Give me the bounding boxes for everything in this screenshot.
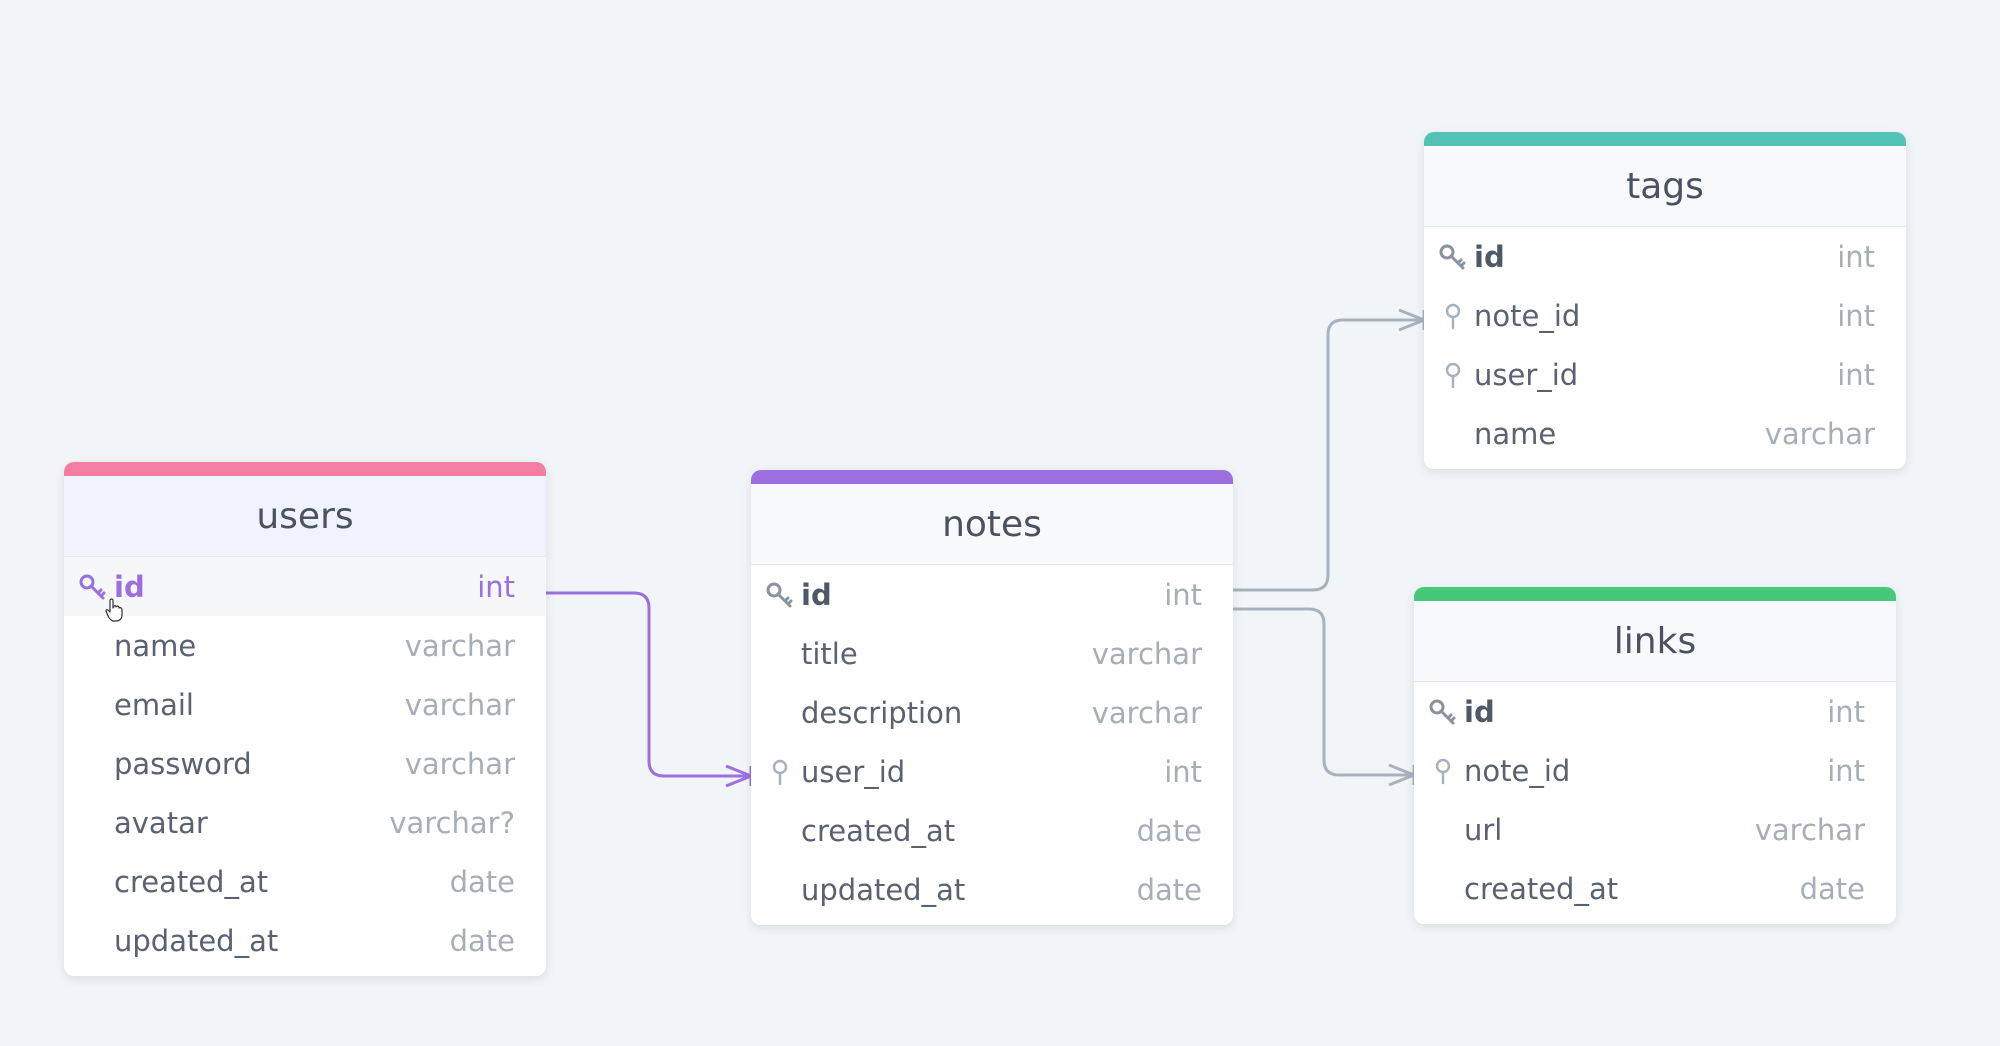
column-row-created-at[interactable]: created_at date (64, 852, 546, 911)
column-name: user_id (801, 754, 906, 789)
relation-notes-tags[interactable] (1232, 318, 1424, 592)
column-type: int (1164, 754, 1202, 789)
column-type: date (449, 923, 515, 958)
column-name: url (1464, 812, 1503, 847)
column-row-avatar[interactable]: avatar varchar? (64, 793, 546, 852)
column-type: int (1827, 694, 1865, 729)
column-row-updated-at[interactable]: updated_at date (64, 911, 546, 970)
column-type: varchar (1764, 416, 1875, 451)
column-type: varchar (1754, 812, 1865, 847)
table-color-bar (751, 470, 1233, 484)
column-row-note-id[interactable]: note_id int (1424, 286, 1906, 345)
crowfoot-links-note-id (1388, 763, 1419, 787)
column-row-user-id[interactable]: user_id int (751, 742, 1233, 801)
column-row-id[interactable]: id int (64, 557, 546, 616)
column-type: date (1136, 813, 1202, 848)
column-type: int (1827, 753, 1865, 788)
column-row-password[interactable]: password varchar (64, 734, 546, 793)
column-name: description (801, 695, 963, 730)
foreign-key-icon (1445, 303, 1461, 329)
column-type: varchar (404, 628, 515, 663)
column-type: int (1837, 298, 1875, 333)
table-title[interactable]: links (1414, 601, 1896, 682)
column-row-description[interactable]: description varchar (751, 683, 1233, 742)
column-type: varchar (404, 687, 515, 722)
crowfoot-tags-note-id (1398, 308, 1429, 332)
column-name: title (801, 636, 858, 671)
column-row-user-id[interactable]: user_id int (1424, 345, 1906, 404)
column-type: date (1799, 871, 1865, 906)
column-name: id (114, 569, 145, 604)
column-type: varchar (404, 746, 515, 781)
column-name: user_id (1474, 357, 1579, 392)
foreign-key-icon (1435, 758, 1451, 784)
table-tags[interactable]: tags id int note_id int user_id int name… (1424, 132, 1906, 469)
foreign-key-icon (772, 759, 788, 785)
column-name: note_id (1464, 753, 1571, 788)
table-title[interactable]: tags (1424, 146, 1906, 227)
column-row-email[interactable]: email varchar (64, 675, 546, 734)
column-row-id[interactable]: id int (751, 565, 1233, 624)
primary-key-icon (1439, 244, 1466, 269)
column-name: email (114, 687, 194, 722)
column-name: updated_at (801, 872, 966, 907)
column-name: avatar (114, 805, 208, 840)
relation-users-notes[interactable] (546, 591, 751, 778)
primary-key-icon (79, 574, 106, 599)
relation-notes-links[interactable] (1232, 607, 1414, 777)
primary-key-icon (1429, 699, 1456, 724)
column-type: int (1837, 239, 1875, 274)
column-name: note_id (1474, 298, 1581, 333)
column-type: int (1164, 577, 1202, 612)
column-row-name[interactable]: name varchar (64, 616, 546, 675)
column-type: varchar (1091, 695, 1202, 730)
table-title[interactable]: users (64, 476, 546, 557)
column-type: varchar (1091, 636, 1202, 671)
column-row-id[interactable]: id int (1414, 682, 1896, 741)
column-row-title[interactable]: title varchar (751, 624, 1233, 683)
column-name: name (1474, 416, 1557, 451)
primary-key-icon (766, 582, 793, 607)
table-users[interactable]: users id int name varchar email varchar … (64, 462, 546, 976)
column-row-updated-at[interactable]: updated_at date (751, 860, 1233, 919)
table-color-bar (64, 462, 546, 476)
column-row-name[interactable]: name varchar (1424, 404, 1906, 463)
column-name: updated_at (114, 923, 279, 958)
table-color-bar (1414, 587, 1896, 601)
foreign-key-icon (1445, 362, 1461, 388)
table-links[interactable]: links id int note_id int url varchar cre… (1414, 587, 1896, 924)
column-name: name (114, 628, 197, 663)
column-list: id int title varchar description varchar… (751, 565, 1233, 925)
column-name: id (1474, 239, 1505, 274)
column-list: id int note_id int url varchar created_a… (1414, 682, 1896, 924)
column-row-url[interactable]: url varchar (1414, 800, 1896, 859)
column-type: varchar? (389, 805, 515, 840)
column-row-id[interactable]: id int (1424, 227, 1906, 286)
column-name: created_at (801, 813, 956, 848)
column-type: date (1136, 872, 1202, 907)
column-type: int (477, 569, 515, 604)
column-row-note-id[interactable]: note_id int (1414, 741, 1896, 800)
column-name: id (801, 577, 832, 612)
crowfoot-notes-user-id (725, 764, 756, 788)
column-list: id int name varchar email varchar passwo… (64, 557, 546, 976)
column-name: created_at (1464, 871, 1619, 906)
table-title[interactable]: notes (751, 484, 1233, 565)
column-row-created-at[interactable]: created_at date (1414, 859, 1896, 918)
column-name: password (114, 746, 252, 781)
table-color-bar (1424, 132, 1906, 146)
column-name: id (1464, 694, 1495, 729)
column-list: id int note_id int user_id int name varc… (1424, 227, 1906, 469)
column-type: date (449, 864, 515, 899)
column-type: int (1837, 357, 1875, 392)
table-notes[interactable]: notes id int title varchar description v… (751, 470, 1233, 925)
column-name: created_at (114, 864, 269, 899)
column-row-created-at[interactable]: created_at date (751, 801, 1233, 860)
